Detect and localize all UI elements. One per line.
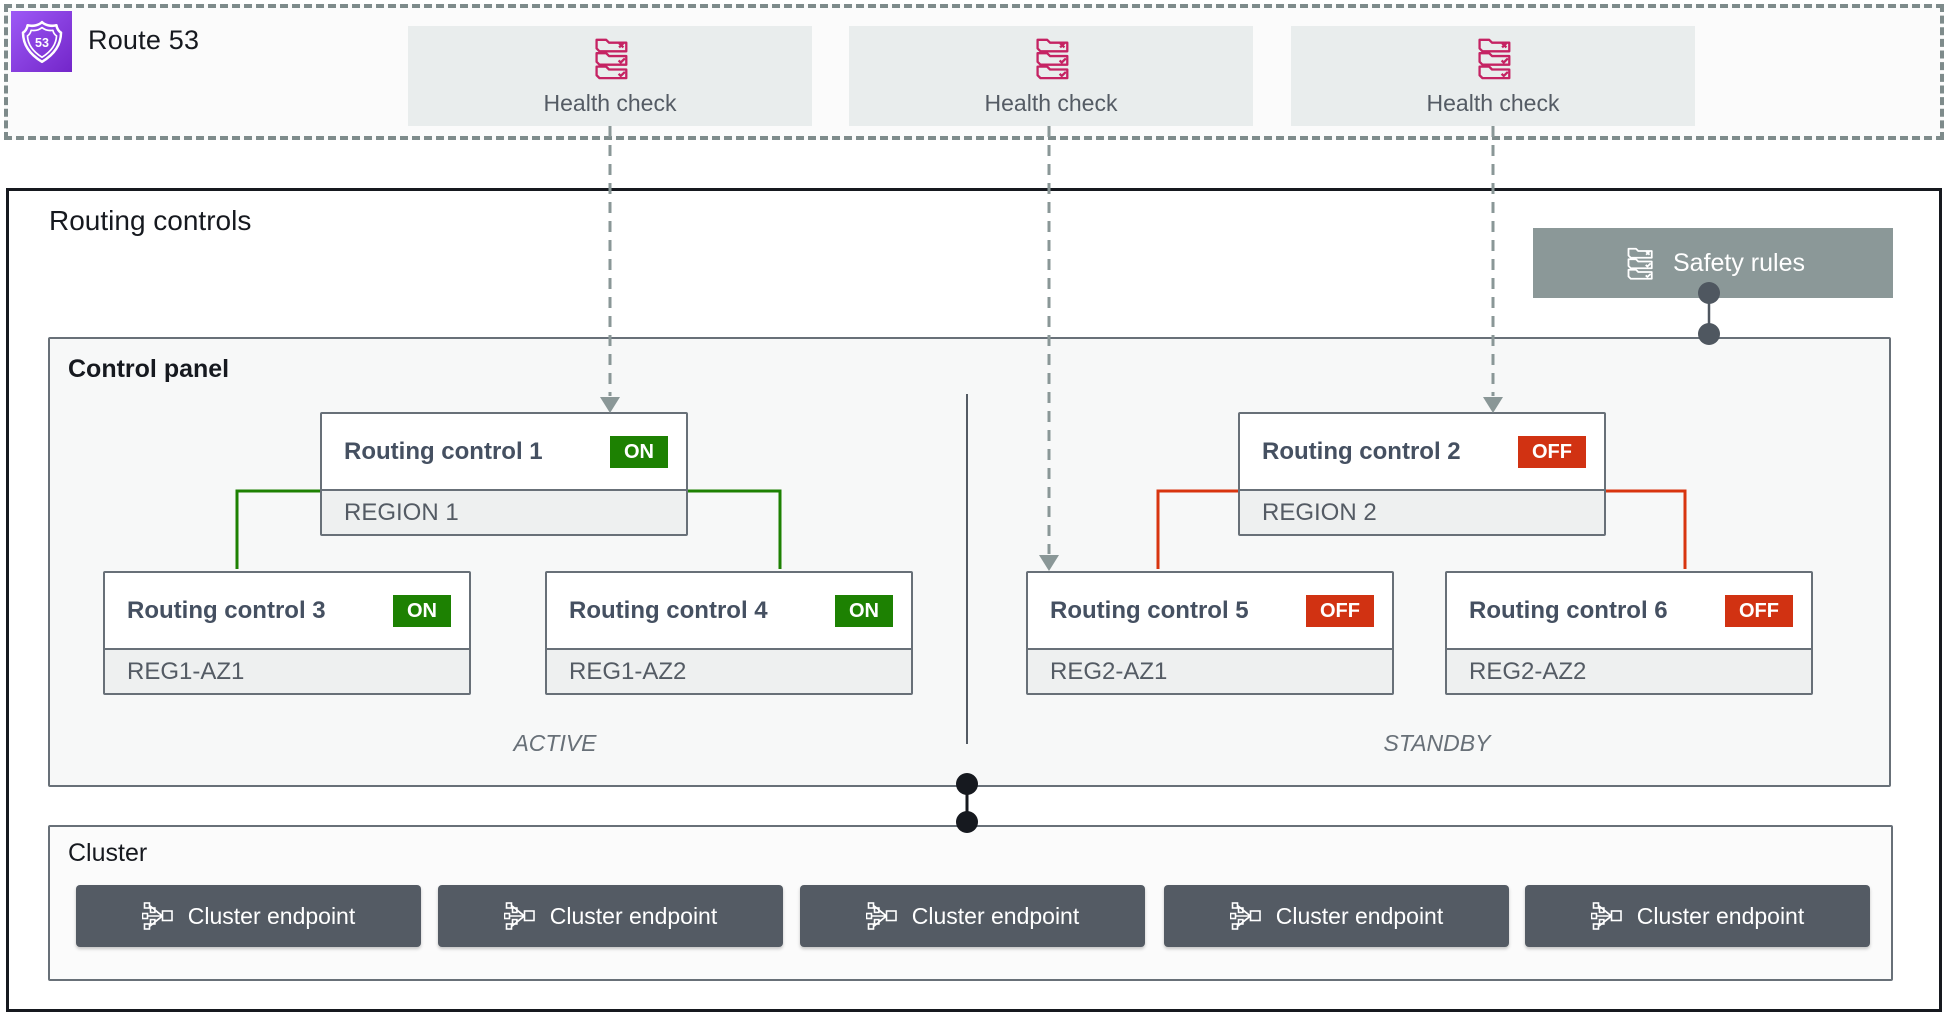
routing-control-2-box[interactable]: Routing control 2 OFF REGION 2 bbox=[1238, 412, 1606, 536]
routing-control-name: Routing control 4 bbox=[569, 596, 768, 624]
cluster-title: Cluster bbox=[68, 839, 148, 867]
routing-control-4-box[interactable]: Routing control 4 ON REG1-AZ2 bbox=[545, 571, 913, 695]
cluster-endpoint-label: Cluster endpoint bbox=[187, 902, 356, 929]
routing-control-name: Routing control 6 bbox=[1469, 596, 1668, 624]
route53-label: Route 53 bbox=[88, 25, 200, 55]
state-badge: ON bbox=[610, 435, 668, 468]
zone-label: REG2-AZ2 bbox=[1447, 648, 1811, 693]
control-panel-section: Control panel ACTIVE STANDBY bbox=[48, 337, 1891, 787]
routing-control-6-box[interactable]: Routing control 6 OFF REG2-AZ2 bbox=[1445, 571, 1813, 695]
route53-icon: 53 bbox=[11, 11, 72, 72]
cluster-endpoint-label: Cluster endpoint bbox=[911, 902, 1080, 929]
zone-label: REG2-AZ1 bbox=[1028, 648, 1392, 693]
standby-label: STANDBY bbox=[1383, 730, 1491, 756]
route53-brand: 53 Route 53 bbox=[11, 11, 199, 72]
cluster-endpoint-label: Cluster endpoint bbox=[549, 902, 718, 929]
control-panel-title: Control panel bbox=[68, 355, 230, 383]
zone-label: REG1-AZ2 bbox=[547, 648, 911, 693]
safety-rules-button[interactable]: Safety rules bbox=[1533, 228, 1893, 298]
health-check-card-3[interactable]: Health check bbox=[1291, 26, 1695, 126]
cluster-endpoint-icon bbox=[1229, 902, 1261, 930]
route53-section: 53 Route 53 Health check bbox=[4, 4, 1944, 140]
routing-control-name: Routing control 5 bbox=[1050, 596, 1249, 624]
routing-control-name: Routing control 1 bbox=[344, 437, 543, 465]
zone-label: REGION 2 bbox=[1240, 489, 1604, 534]
safety-rules-icon bbox=[1627, 247, 1653, 280]
safety-rules-label: Safety rules bbox=[1672, 248, 1805, 277]
cluster-section: Cluster Cluster endpoint bbox=[48, 825, 1893, 981]
routing-controls-title: Routing controls bbox=[49, 205, 252, 236]
health-check-card-2[interactable]: Health check bbox=[849, 26, 1253, 126]
zone-label: REG1-AZ1 bbox=[105, 648, 469, 693]
cluster-endpoint-icon bbox=[865, 902, 897, 930]
active-label: ACTIVE bbox=[513, 730, 597, 756]
state-badge: OFF bbox=[1518, 435, 1586, 468]
svg-text:53: 53 bbox=[35, 36, 49, 50]
cluster-endpoint-icon bbox=[141, 902, 173, 930]
zone-label: REGION 1 bbox=[322, 489, 686, 534]
state-badge: ON bbox=[393, 594, 451, 627]
routing-control-name: Routing control 3 bbox=[127, 596, 326, 624]
cluster-endpoint-icon bbox=[1590, 902, 1622, 930]
routing-control-5-box[interactable]: Routing control 5 OFF REG2-AZ1 bbox=[1026, 571, 1394, 695]
health-check-icon bbox=[595, 38, 628, 80]
state-badge: OFF bbox=[1725, 594, 1793, 627]
cluster-endpoint-button-2[interactable]: Cluster endpoint bbox=[438, 885, 783, 947]
cluster-endpoint-label: Cluster endpoint bbox=[1636, 902, 1805, 929]
health-check-label: Health check bbox=[984, 90, 1118, 116]
health-check-icon bbox=[1036, 38, 1069, 80]
health-check-label: Health check bbox=[543, 90, 677, 116]
health-check-icon bbox=[1478, 38, 1511, 80]
routing-control-1-box[interactable]: Routing control 1 ON REGION 1 bbox=[320, 412, 688, 536]
health-check-label: Health check bbox=[1426, 90, 1560, 116]
cluster-endpoint-button-4[interactable]: Cluster endpoint bbox=[1164, 885, 1509, 947]
state-badge: OFF bbox=[1306, 594, 1374, 627]
cluster-endpoint-label: Cluster endpoint bbox=[1275, 902, 1444, 929]
cluster-endpoint-icon bbox=[503, 902, 535, 930]
cluster-endpoint-button-5[interactable]: Cluster endpoint bbox=[1525, 885, 1870, 947]
routing-control-3-box[interactable]: Routing control 3 ON REG1-AZ1 bbox=[103, 571, 471, 695]
cluster-endpoint-button-1[interactable]: Cluster endpoint bbox=[76, 885, 421, 947]
routing-control-name: Routing control 2 bbox=[1262, 437, 1461, 465]
cluster-endpoint-button-3[interactable]: Cluster endpoint bbox=[800, 885, 1145, 947]
health-check-card-1[interactable]: Health check bbox=[408, 26, 812, 126]
state-badge: ON bbox=[835, 594, 893, 627]
